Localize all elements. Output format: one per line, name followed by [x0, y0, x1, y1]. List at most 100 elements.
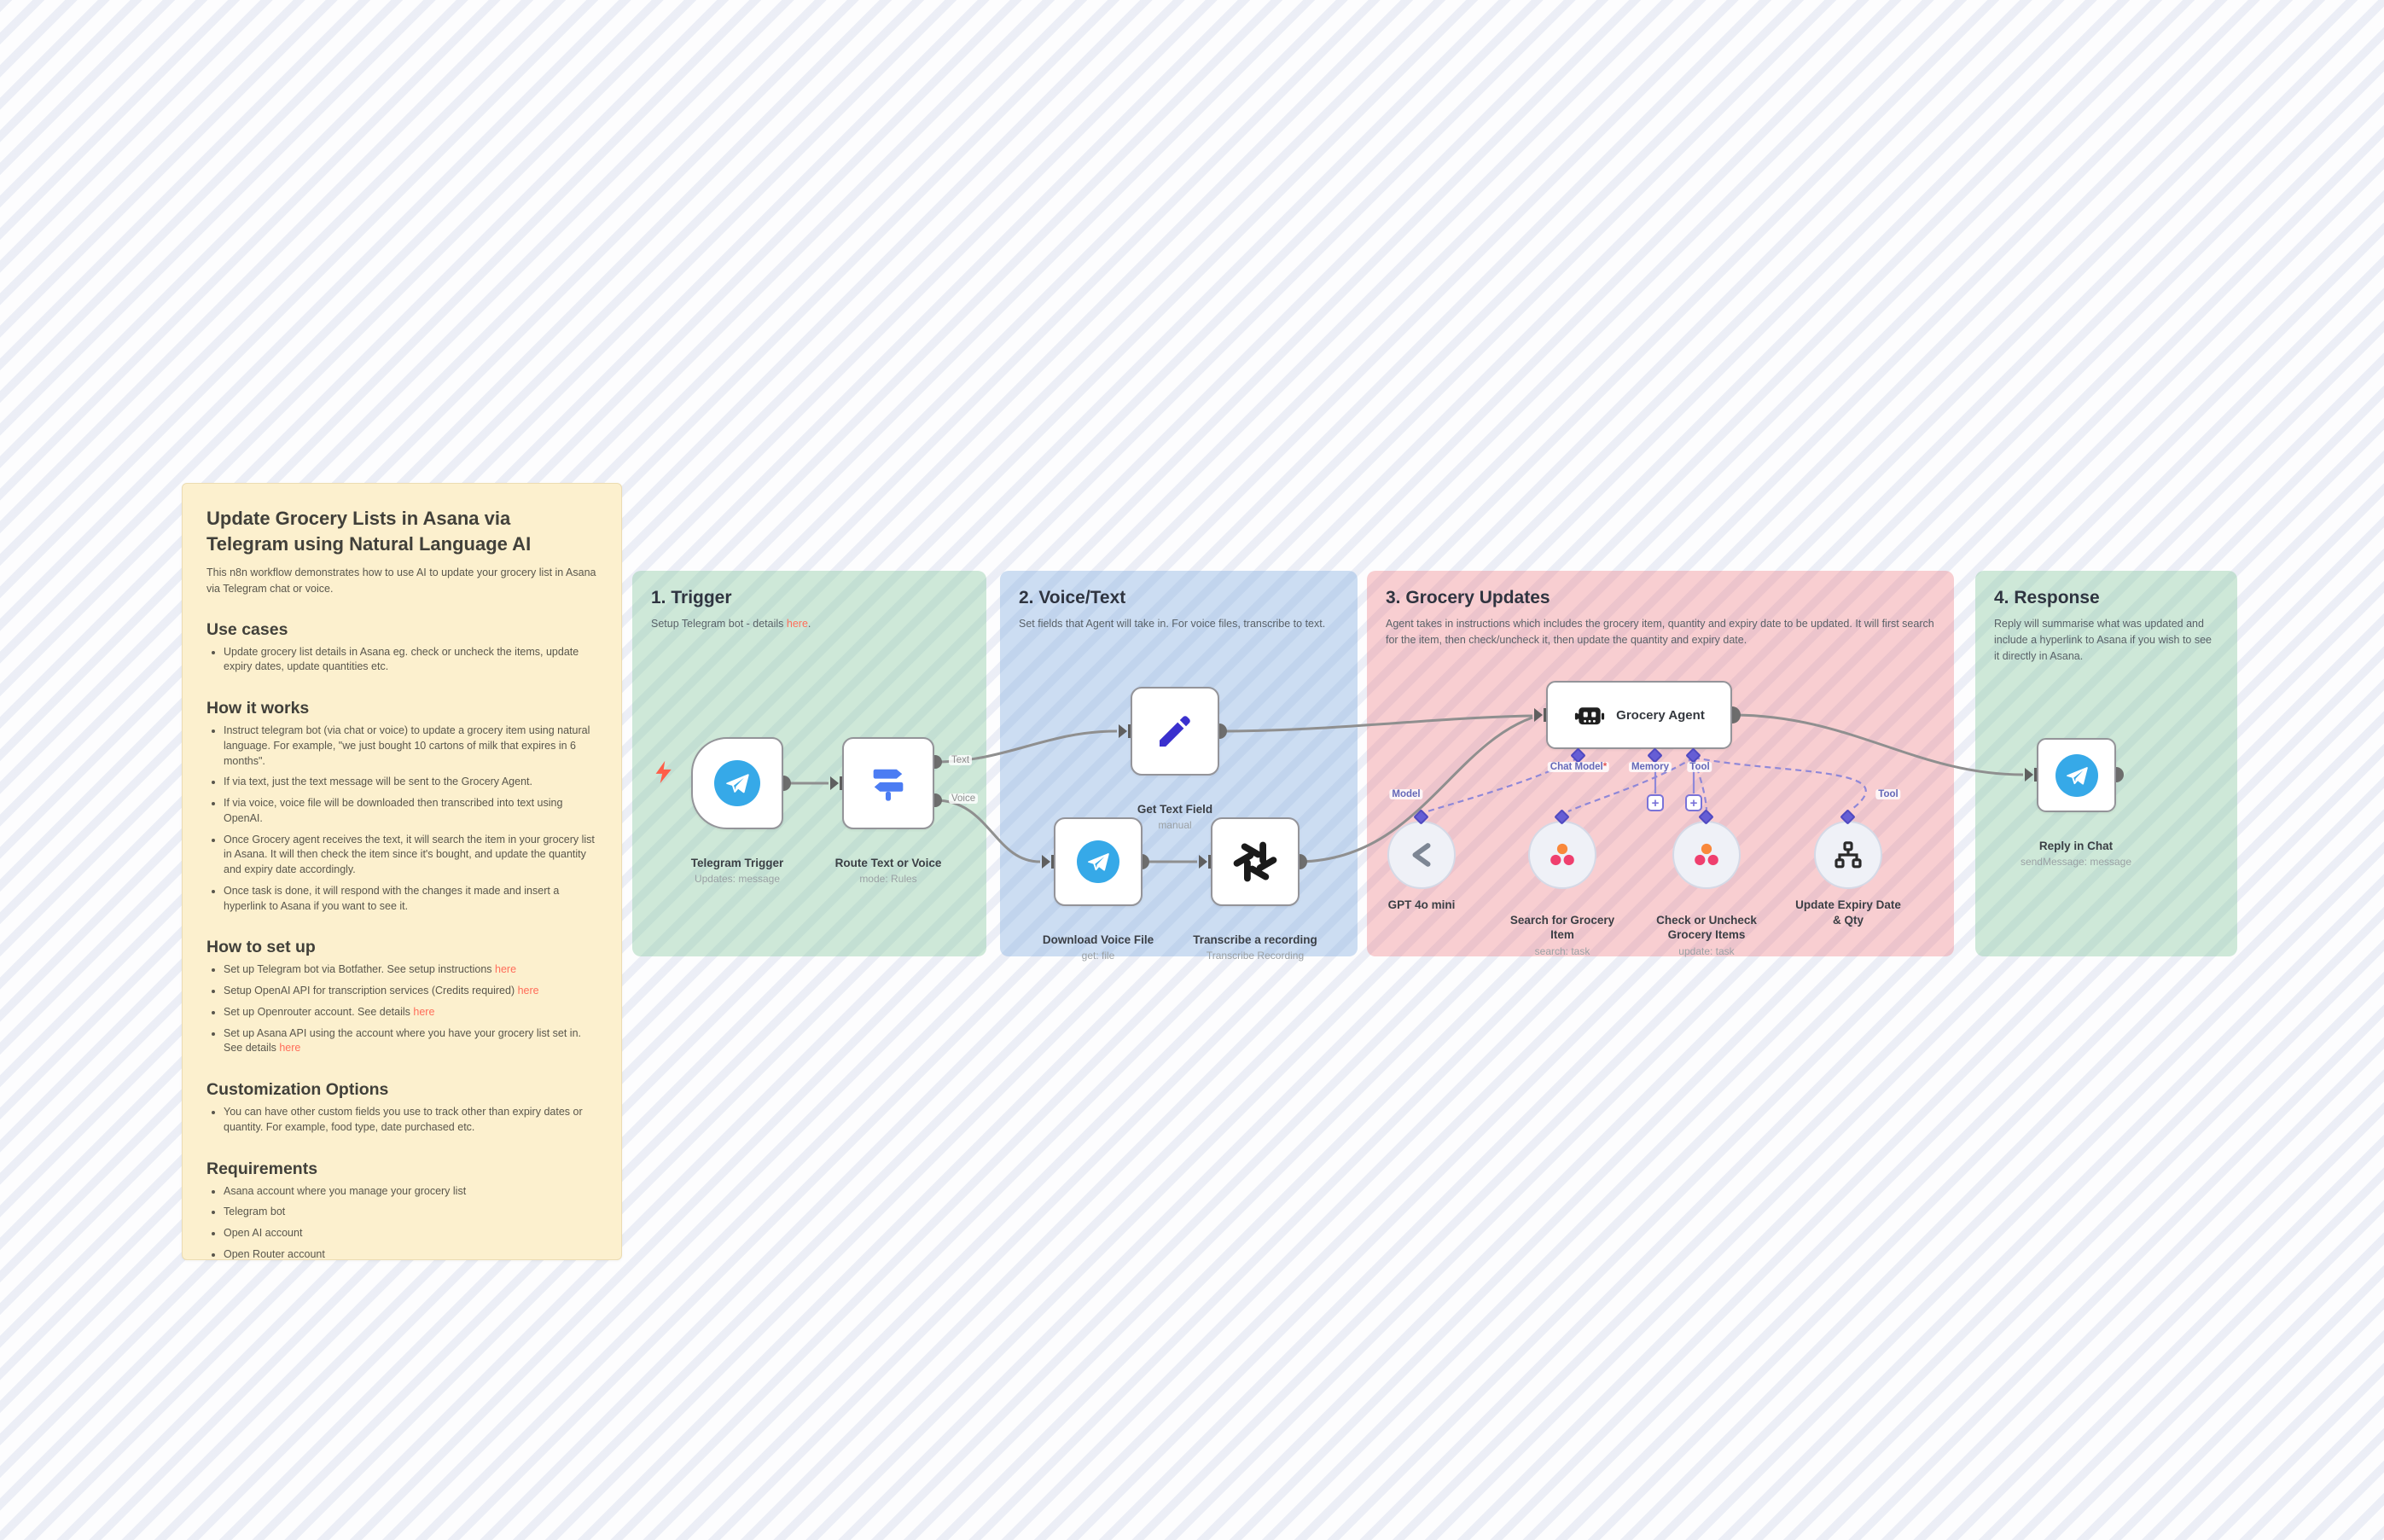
inline-link[interactable]: here	[495, 963, 517, 976]
panel-response-desc: Reply will summarise what was updated an…	[1994, 618, 2212, 662]
label-text: Get Text Field	[1137, 802, 1213, 816]
label-text: Search for Grocery Item	[1509, 913, 1615, 942]
update-tool-port-label: Tool	[1875, 789, 1901, 799]
node-route-text-or-voice[interactable]	[842, 737, 934, 829]
sticky-title: Update Grocery Lists in Asana via Telegr…	[206, 508, 532, 555]
label-text: Download Voice File	[1042, 933, 1154, 946]
node-download-voice-label: Download Voice File get: file	[1004, 917, 1192, 978]
sticky-sections: Use casesUpdate grocery list details in …	[206, 619, 597, 1259]
inline-link[interactable]: here	[517, 985, 539, 997]
node-gpt-4o-mini[interactable]	[1387, 821, 1456, 889]
edge-tool-to-search	[1567, 757, 1695, 813]
node-telegram-trigger[interactable]	[691, 737, 783, 829]
panel-response-title: 4. Response	[1994, 588, 2100, 607]
sticky-bullet: You can have other custom fields you use…	[224, 1105, 597, 1136]
label-sub: manual	[1158, 819, 1192, 832]
agent-chat-model-port-label: Chat Model*	[1547, 762, 1610, 772]
execute-trigger-bolt-icon[interactable]	[651, 759, 677, 789]
sticky-heading: Customization Options	[206, 1080, 389, 1100]
node-transcribe-label: Transcribe a recording Transcribe Record…	[1157, 917, 1353, 978]
port-label-text: Chat Model	[1550, 762, 1603, 772]
switch-icon	[873, 769, 904, 801]
telegram-icon	[2055, 753, 2098, 797]
asana-icon	[1695, 843, 1718, 866]
edge-chatmodel-to-gpt	[1427, 757, 1579, 813]
sticky-bullet: Setup OpenAI API for transcription servi…	[224, 984, 597, 999]
route-output-text-label: Text	[949, 755, 973, 765]
input-port[interactable]	[2025, 768, 2038, 782]
sticky-bullet: If via voice, voice file will be downloa…	[224, 796, 597, 827]
node-route-label: Route Text or Voice mode: Rules	[794, 840, 982, 901]
edge-transcribe-to-agent	[1299, 716, 1533, 863]
node-update-expiry-qty[interactable]	[1814, 821, 1882, 889]
node-agent-label: Grocery Agent	[1616, 707, 1705, 723]
sticky-bullet-list: Update grocery list details in Asana eg.…	[206, 645, 597, 676]
agent-memory-port-label: Memory	[1628, 762, 1672, 772]
label-text: Reply in Chat	[2038, 839, 2114, 852]
input-port[interactable]	[1534, 708, 1547, 722]
route-output-voice-label: Voice	[949, 793, 979, 804]
node-update-label: Update Expiry Date & Qty	[1795, 898, 1901, 927]
panel-grocery-desc: Agent takes in instructions which includ…	[1386, 618, 1934, 646]
sticky-note[interactable]: Update Grocery Lists in Asana via Telegr…	[182, 483, 622, 1260]
panel-grocery-title: 3. Grocery Updates	[1386, 588, 1550, 607]
node-search-label: Search for Grocery Item search: task	[1490, 898, 1635, 973]
sticky-intro: This n8n workflow demonstrates how to us…	[206, 567, 596, 595]
node-get-text-field[interactable]	[1131, 687, 1219, 776]
input-port[interactable]	[1119, 724, 1131, 738]
sticky-bullet: Open Router account	[224, 1247, 597, 1259]
label-sub: Transcribe Recording	[1206, 950, 1305, 962]
label-text: Transcribe a recording	[1193, 933, 1317, 946]
sticky-bullet: If via text, just the text message will …	[224, 775, 597, 790]
inline-link[interactable]: here	[413, 1005, 435, 1018]
sticky-bullet-list: Asana account where you manage your groc…	[206, 1184, 597, 1259]
add-tool-button[interactable]: +	[1685, 794, 1702, 811]
node-download-voice-file[interactable]	[1054, 817, 1143, 906]
sticky-bullet: Set up Asana API using the account where…	[224, 1026, 597, 1057]
panel-voice-title: 2. Voice/Text	[1019, 588, 1126, 607]
edge-agent-to-reply	[1731, 713, 2024, 776]
telegram-icon	[714, 760, 760, 806]
input-port[interactable]	[830, 776, 843, 790]
label-sub: get: file	[1081, 950, 1115, 962]
node-search-grocery-item[interactable]	[1528, 821, 1596, 889]
add-memory-button[interactable]: +	[1647, 794, 1664, 811]
edge-gettext-to-agent	[1218, 714, 1533, 733]
panel-trigger-title: 1. Trigger	[651, 588, 732, 607]
sticky-heading: Requirements	[206, 1159, 318, 1178]
sticky-bullet: Set up Telegram bot via Botfather. See s…	[224, 962, 597, 978]
inline-link[interactable]: here	[279, 1042, 301, 1055]
panel-trigger-desc-after: .	[807, 618, 811, 630]
sticky-bullet: Telegram bot	[224, 1205, 597, 1220]
edge-tool-to-update	[1693, 756, 1867, 810]
input-port[interactable]	[1042, 855, 1055, 869]
node-gpt-label: GPT 4o mini	[1387, 898, 1456, 911]
input-port[interactable]	[1199, 855, 1212, 869]
label-text: Check or Uncheck Grocery Items	[1656, 913, 1757, 942]
sticky-bullet: Once task is done, it will respond with …	[224, 884, 597, 915]
node-get-text-label: Get Text Field manual	[1081, 787, 1269, 847]
sitemap-icon	[1835, 841, 1862, 869]
panel-trigger-desc-text: Setup Telegram bot - details	[651, 618, 787, 630]
label-sub: search: task	[1534, 944, 1590, 957]
node-telegram-trigger-label: Telegram Trigger Updates: message	[643, 840, 831, 901]
openai-icon	[1233, 841, 1277, 882]
sticky-bullet-list: Instruct telegram bot (via chat or voice…	[206, 724, 597, 914]
node-check-uncheck-items[interactable]	[1672, 821, 1741, 889]
sticky-heading: How it works	[206, 699, 310, 718]
sticky-bullet: Once Grocery agent receives the text, it…	[224, 833, 597, 878]
telegram-icon	[1077, 840, 1119, 883]
node-check-label: Check or Uncheck Grocery Items update: t…	[1630, 898, 1783, 973]
required-star: *	[1602, 762, 1608, 772]
node-grocery-agent[interactable]: Grocery Agent	[1546, 681, 1732, 749]
sticky-heading: Use cases	[206, 619, 288, 639]
sticky-bullet: Set up Openrouter account. See details h…	[224, 1005, 597, 1020]
sticky-bullet: Asana account where you manage your groc…	[224, 1184, 597, 1200]
node-reply-in-chat[interactable]	[2037, 738, 2116, 812]
sticky-bullet-list: Set up Telegram bot via Botfather. See s…	[206, 962, 597, 1056]
inline-link[interactable]: here	[786, 618, 808, 630]
asana-icon	[1550, 843, 1574, 866]
node-transcribe-recording[interactable]	[1211, 817, 1300, 906]
label-sub: sendMessage: message	[2020, 856, 2132, 869]
